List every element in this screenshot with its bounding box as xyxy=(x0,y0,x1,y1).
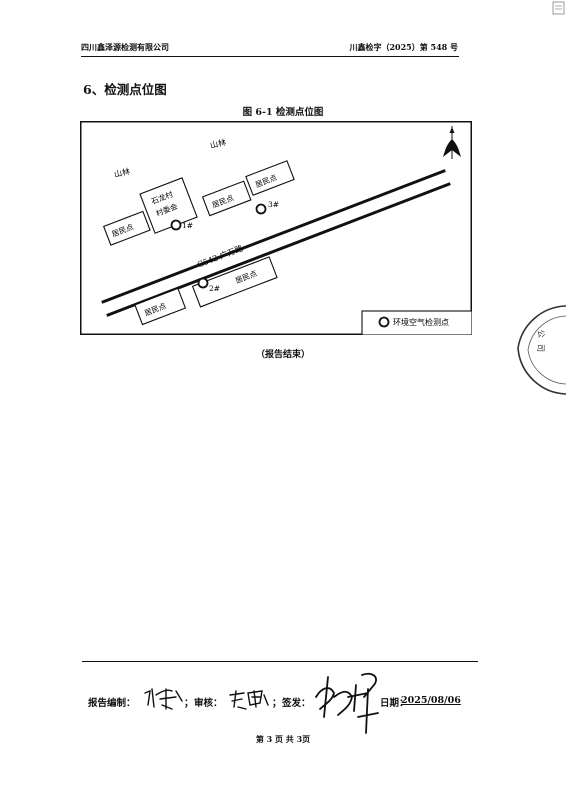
residential-box-se xyxy=(191,256,278,308)
monitoring-point-3-icon xyxy=(255,203,267,215)
monitoring-point-1-label: 1# xyxy=(182,221,193,230)
page-number: 第 3 页 共 3页 xyxy=(255,734,311,744)
separator-1: ； xyxy=(184,698,194,709)
reviewer-signature xyxy=(229,690,269,710)
monitoring-point-1-icon xyxy=(170,219,182,231)
forest-label-left: 山林 xyxy=(113,166,131,179)
north-arrow-icon xyxy=(443,126,461,159)
legend-label: 环境空气检测点 xyxy=(393,317,449,327)
figure-caption: 图 6-1 检测点位图 xyxy=(242,107,324,118)
date-label: 日期： xyxy=(380,698,409,709)
svg-text:司: 司 xyxy=(536,344,545,352)
reviewer-label: 审核： xyxy=(194,698,223,709)
compiler-signature xyxy=(144,688,183,710)
approver-label: 签发： xyxy=(282,698,311,709)
header-document-number: 川鑫检字（2025）第 548 号 xyxy=(349,42,458,52)
monitoring-point-2-label: 2# xyxy=(209,284,220,293)
residential-box-sw xyxy=(134,287,187,326)
legend-point-icon xyxy=(378,316,390,328)
residential-box-ne xyxy=(245,160,295,196)
monitoring-point-2-icon xyxy=(197,277,209,289)
header-company-name: 四川鑫泽源检测有限公司 xyxy=(81,42,169,52)
compiler-label: 报告编制： xyxy=(88,698,136,709)
report-date: 2025/08/06 xyxy=(401,695,461,706)
footer-divider xyxy=(82,661,478,662)
monitoring-point-map: 山林 山林 G542 广万路 居民点 石龙村 村委会 居民点 居民点 居民点 居… xyxy=(80,121,472,335)
page-corner-icon xyxy=(552,1,565,15)
official-seal: 公 司 xyxy=(517,305,566,395)
section-title: 6、检测点位图 xyxy=(83,82,167,97)
separator-2: ； xyxy=(272,698,282,709)
approver-signature xyxy=(315,672,379,734)
signature-row: 报告编制： ； 审核： ； 签发： 日期： 2025/08/06 xyxy=(88,672,488,734)
svg-text:公: 公 xyxy=(536,329,546,338)
forest-label-top: 山林 xyxy=(209,137,227,150)
residential-box-mid xyxy=(201,180,252,217)
monitoring-point-3-label: 3# xyxy=(268,200,279,209)
header-divider xyxy=(81,56,459,57)
report-end-note: （报告结束） xyxy=(255,350,310,360)
residential-box-nw xyxy=(102,210,151,246)
